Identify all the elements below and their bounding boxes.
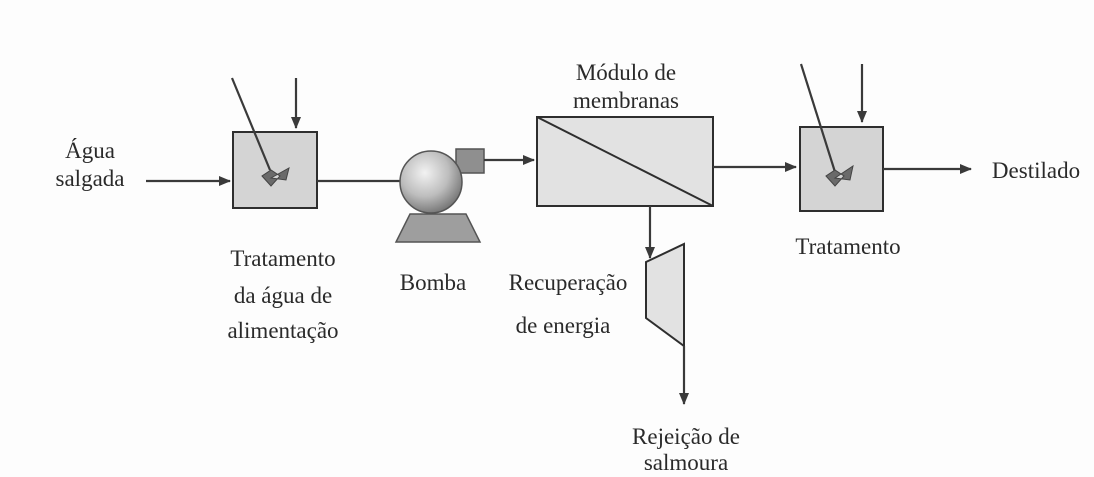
energy-recovery-turbine (645, 242, 685, 348)
brine-label-line1: Rejeição de (632, 424, 740, 449)
pump-base (394, 213, 482, 243)
posttreat-mixer-icon (825, 164, 854, 187)
posttreat-label: Tratamento (795, 234, 900, 259)
feed-label-line1: Água (65, 138, 115, 163)
posttreatment-unit (799, 63, 884, 212)
membrane-label-line2: membranas (573, 88, 679, 113)
feed-label-line2: salgada (56, 166, 125, 191)
pretreatment-unit (230, 77, 318, 209)
pretreat-label-line1: Tratamento (230, 246, 335, 271)
pretreat-label-line2: da água de (234, 283, 332, 308)
pretreat-label-line3: alimentação (227, 318, 338, 343)
pretreat-feed-pipe (230, 77, 272, 171)
energy-label-line1: Recuperação (509, 270, 628, 295)
pump (394, 148, 485, 243)
membrane-module (536, 116, 714, 207)
pretreat-mixer-icon (261, 167, 290, 187)
membrane-diagonal (536, 116, 714, 207)
energy-label-line2: de energia (516, 313, 611, 338)
product-label: Destilado (992, 158, 1080, 183)
pump-outlet (455, 148, 485, 174)
membrane-label-line1: Módulo de (576, 60, 676, 85)
brine-label-line2: salmoura (644, 450, 728, 475)
pump-label: Bomba (400, 270, 466, 295)
pump-body (399, 150, 463, 214)
posttreat-feed-pipe (799, 63, 837, 173)
